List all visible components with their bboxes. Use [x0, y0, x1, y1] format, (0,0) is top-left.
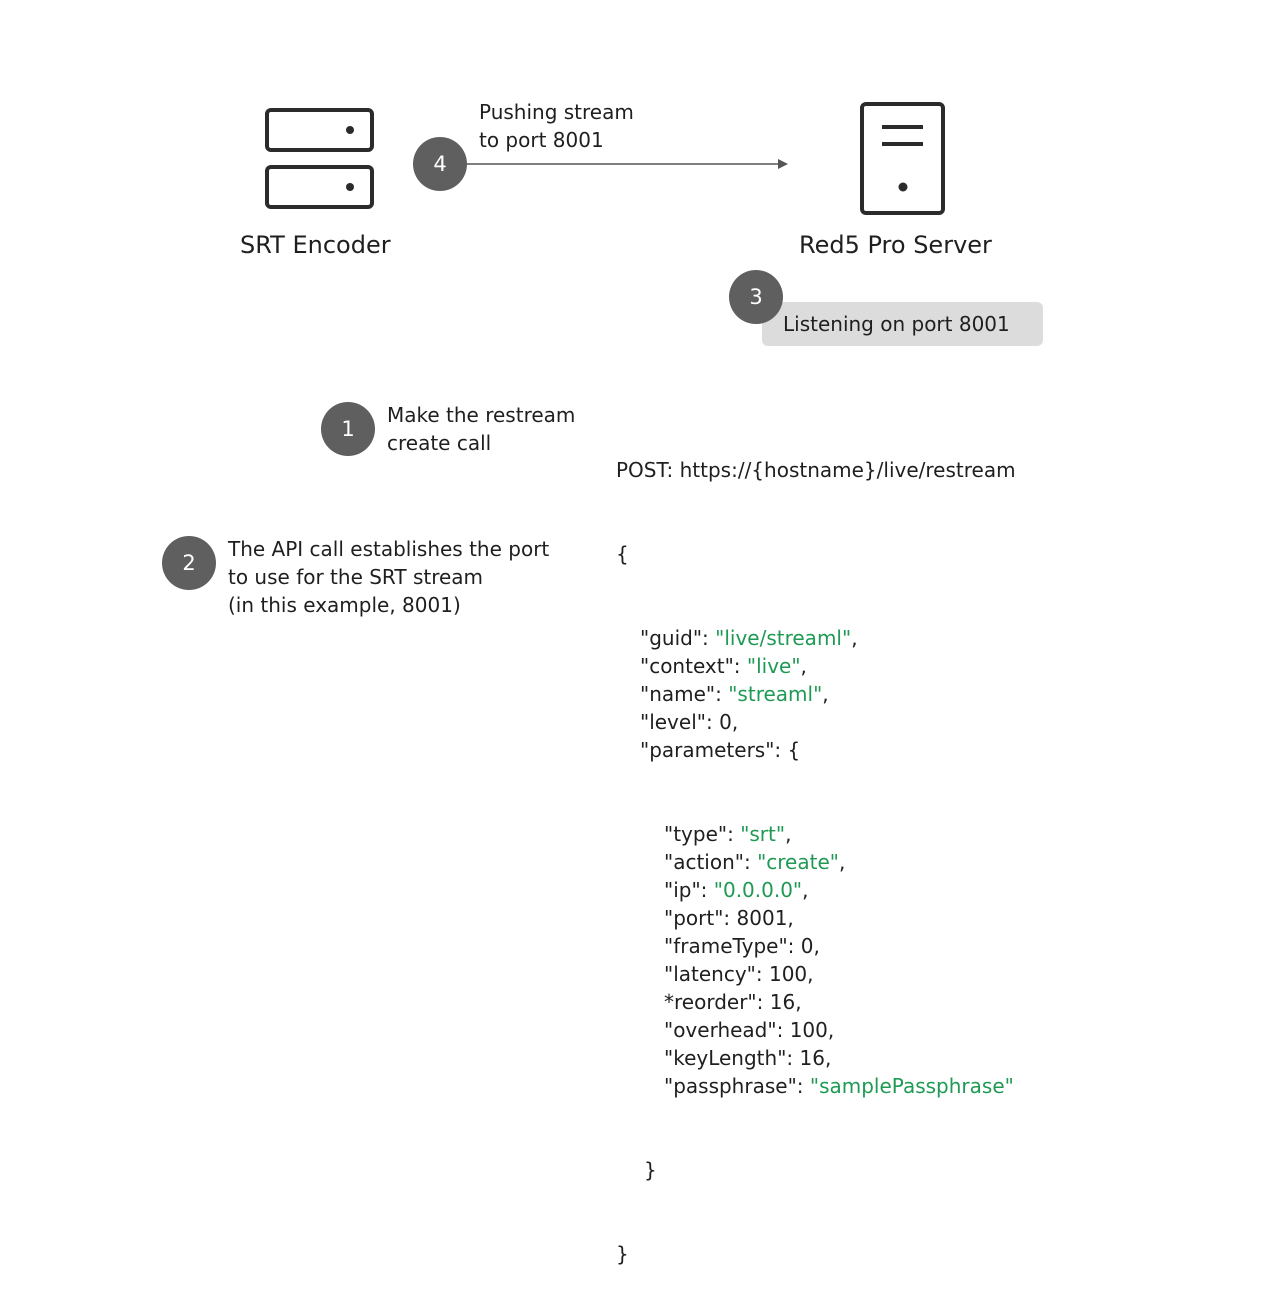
json-key: "port"	[664, 906, 724, 930]
json-key: "latency"	[664, 962, 756, 986]
json-value: 8001	[736, 906, 788, 930]
code-line: "port": 8001,	[664, 906, 794, 930]
restream-request-code: POST: https://{hostname}/live/restream {…	[616, 400, 1016, 1296]
json-value: "srt"	[740, 822, 786, 846]
json-value: "samplePassphrase"	[809, 1074, 1014, 1098]
request-fields: "guid": "live/streaml", "context": "live"…	[616, 624, 1016, 764]
red5-pro-server-label: Red5 Pro Server	[799, 231, 992, 259]
json-key: "overhead"	[664, 1018, 777, 1042]
code-line: *reorder": 16,	[664, 990, 802, 1014]
json-key: "type"	[664, 822, 728, 846]
code-line: "keyLength": 16,	[664, 1046, 832, 1070]
json-key: "frameType"	[664, 934, 788, 958]
code-line: "frameType": 0,	[664, 934, 820, 958]
step-1-description: Make the restream create call	[387, 401, 575, 457]
json-key: "parameters"	[640, 738, 775, 762]
json-key: "ip"	[664, 878, 701, 902]
json-key: "context"	[640, 654, 734, 678]
listening-pill: Listening on port 8001	[762, 302, 1043, 346]
push-stream-arrow	[462, 159, 788, 169]
json-key: *reorder"	[664, 990, 757, 1014]
step-2-line-2: to use for the SRT stream	[228, 565, 484, 589]
json-value: 16	[769, 990, 796, 1014]
listening-text: Listening on port 8001	[783, 312, 1010, 336]
code-line: "guid": "live/streaml",	[640, 626, 858, 650]
json-value: 16	[799, 1046, 825, 1070]
request-header: POST: https://{hostname}/live/restream	[616, 458, 1016, 482]
step-2-line-1: The API call establishes the port	[228, 537, 550, 561]
json-value: 0	[719, 710, 732, 734]
code-line: "type": "srt",	[664, 822, 792, 846]
arrow-label-line-1: Pushing stream	[479, 100, 634, 124]
code-line: "passphrase": "samplePassphrase"	[664, 1074, 1014, 1098]
code-line: "overhead": 100,	[664, 1018, 835, 1042]
code-line: "latency": 100,	[664, 962, 814, 986]
json-value: "0.0.0.0"	[713, 878, 803, 902]
request-open-brace: {	[616, 542, 629, 566]
code-line: "parameters": {	[640, 738, 801, 762]
step-1-line-2: create call	[387, 431, 492, 455]
arrow-label-line-2: to port 8001	[479, 128, 604, 152]
json-key: "keyLength"	[664, 1046, 787, 1070]
json-key: "name"	[640, 682, 716, 706]
request-close-brace: }	[616, 1242, 629, 1266]
step-2-badge: 2	[162, 536, 216, 590]
json-value: 100	[768, 962, 808, 986]
json-key: "passphrase"	[664, 1074, 797, 1098]
request-parameters: "type": "srt", "action": "create", "ip": "…	[616, 820, 1016, 1100]
code-line: "ip": "0.0.0.0",	[664, 878, 809, 902]
server-tower-icon	[860, 102, 945, 215]
json-value: 0	[800, 934, 814, 958]
srt-encoder-label: SRT Encoder	[240, 231, 391, 259]
code-line: "context": "live",	[640, 654, 807, 678]
json-value: "live/streaml"	[715, 626, 852, 650]
step-2-line-3: (in this example, 8001)	[228, 593, 461, 617]
code-line: "action": "create",	[664, 850, 846, 874]
json-value: {	[787, 738, 801, 762]
json-key: "level"	[640, 710, 706, 734]
json-value: "streaml"	[728, 682, 823, 706]
json-key: "action"	[664, 850, 744, 874]
step-3-badge: 3	[729, 270, 783, 324]
json-value: "live"	[746, 654, 801, 678]
step-2-description: The API call establishes the port to use…	[228, 535, 549, 619]
step-4-badge: 4	[413, 137, 467, 191]
step-1-line-1: Make the restream	[387, 403, 576, 427]
server-rack-icon	[265, 108, 374, 209]
json-value: "create"	[757, 850, 839, 874]
json-value: 100	[789, 1018, 828, 1042]
code-line: "level": 0,	[640, 710, 739, 734]
code-line: "name": "streaml",	[640, 682, 829, 706]
parameters-close-brace: }	[644, 1158, 657, 1182]
step-1-badge: 1	[321, 402, 375, 456]
json-key: "guid"	[640, 626, 703, 650]
arrow-label: Pushing stream to port 8001	[479, 98, 634, 154]
